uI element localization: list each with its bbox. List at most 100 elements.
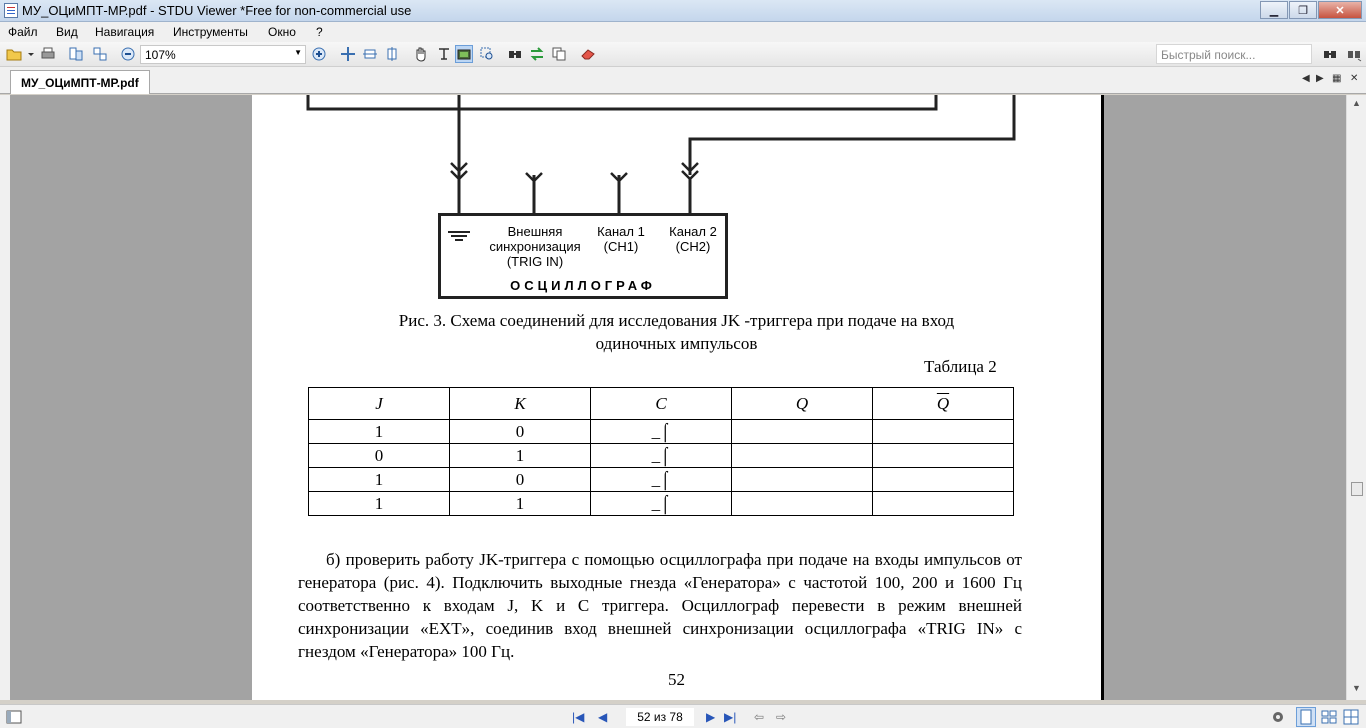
- page-layout-icon[interactable]: [68, 46, 84, 62]
- cell-c-pulse: _⌠: [590, 443, 732, 468]
- table-row: 0 1 _⌠: [308, 443, 1014, 468]
- truth-table: J K C Q Q 1 0 _⌠ 0 1 _⌠ 1: [308, 387, 1014, 516]
- connection-diagram: [306, 95, 1016, 241]
- cell-k: 0: [449, 419, 591, 444]
- prev-page-icon[interactable]: ◀: [598, 710, 608, 724]
- close-button[interactable]: ✕: [1318, 1, 1362, 19]
- last-page-icon[interactable]: ▶|: [724, 710, 737, 724]
- text-select-icon[interactable]: [436, 46, 452, 62]
- search-options-icon[interactable]: [1346, 46, 1362, 62]
- document-tab[interactable]: МУ_ОЦиМПТ-МР.pdf: [10, 70, 150, 94]
- cell-q-bar: [872, 467, 1014, 492]
- table-row: 1 0 _⌠: [308, 419, 1014, 444]
- ch1-line1: Канал 1: [597, 224, 645, 239]
- menu-bar: Файл Вид Навигация Инструменты Окно ?: [0, 22, 1366, 42]
- pdf-page: Внешняя синхронизация (TRIG IN) Канал 1 …: [252, 95, 1101, 700]
- tab-next-icon[interactable]: ▶: [1316, 73, 1324, 84]
- sidebar-toggle-icon[interactable]: [6, 709, 22, 725]
- cell-j: 0: [308, 443, 450, 468]
- menu-view[interactable]: Вид: [56, 25, 78, 39]
- cell-c-pulse: _⌠: [590, 419, 732, 444]
- open-folder-icon[interactable]: [6, 46, 22, 62]
- cell-k: 0: [449, 467, 591, 492]
- tab-list-icon[interactable]: ▦: [1332, 73, 1342, 84]
- table-row: 1 0 _⌠: [308, 467, 1014, 492]
- oscilloscope-box: Внешняя синхронизация (TRIG IN) Канал 1 …: [438, 213, 728, 299]
- history-back-icon[interactable]: ⇦: [754, 710, 765, 724]
- menu-navigation[interactable]: Навигация: [95, 25, 155, 39]
- cell-q: [731, 443, 873, 468]
- quick-search-input[interactable]: Быстрый поиск...: [1156, 44, 1312, 64]
- cell-c-pulse: _⌠: [590, 491, 732, 516]
- fit-page-icon[interactable]: [340, 46, 356, 62]
- chevron-down-icon: ▼: [294, 48, 302, 57]
- status-bar: |◀ ◀ 52 из 78 ▶ ▶| ⇦ ⇨: [0, 704, 1366, 728]
- cell-c-pulse: _⌠: [590, 467, 732, 492]
- cell-j: 1: [308, 419, 450, 444]
- cell-q-bar: [872, 419, 1014, 444]
- ch1-line2: (CH1): [603, 239, 639, 254]
- area-zoom-icon[interactable]: [479, 46, 495, 62]
- page-number: 52: [668, 670, 685, 689]
- ext-sync-label: Внешняя синхронизация (TRIG IN): [477, 224, 593, 269]
- ch1-label: Канал 1 (CH1): [590, 224, 652, 254]
- toolbar: 107%▼ Быстрый поиск...: [0, 42, 1366, 67]
- sync-arrows-icon[interactable]: [529, 46, 545, 62]
- scroll-up-icon[interactable]: ▲: [1352, 98, 1361, 108]
- menu-help[interactable]: ?: [316, 25, 323, 39]
- window-title: МУ_ОЦиМПТ-МР.pdf - STDU Viewer *Free for…: [22, 3, 412, 18]
- header-j: J: [308, 387, 450, 420]
- next-page-icon[interactable]: ▶: [706, 710, 716, 724]
- dropdown-arrow-icon[interactable]: [27, 46, 35, 62]
- snapshot-icon[interactable]: [455, 45, 473, 63]
- cell-q-bar: [872, 443, 1014, 468]
- oscilloscope-title: ОСЦИЛЛОГРАФ: [510, 278, 656, 293]
- find-icon[interactable]: [507, 46, 523, 62]
- search-icon[interactable]: [1322, 46, 1338, 62]
- grid-view-icon[interactable]: [1342, 708, 1360, 726]
- ch2-label: Канал 2 (CH2): [659, 224, 727, 254]
- menu-file[interactable]: Файл: [8, 25, 38, 39]
- header-q-bar: Q: [872, 387, 1014, 420]
- scroll-down-icon[interactable]: ▼: [1352, 683, 1361, 693]
- settings-icon[interactable]: [1270, 709, 1286, 725]
- header-k: K: [449, 387, 591, 420]
- history-forward-icon[interactable]: ⇨: [776, 710, 787, 724]
- two-page-view-icon[interactable]: [1320, 708, 1338, 726]
- restore-button[interactable]: ❐: [1289, 1, 1317, 19]
- minimize-button[interactable]: ▁: [1260, 1, 1288, 19]
- vertical-scrollbar[interactable]: ▲ ▼: [1346, 95, 1366, 700]
- ch2-line2: (CH2): [675, 239, 711, 254]
- menu-window[interactable]: Окно: [268, 25, 296, 39]
- ext-sync-line2: синхронизация: [489, 239, 581, 254]
- table-header-row: J K C Q Q: [308, 387, 1014, 420]
- figure-caption-line1: Рис. 3. Схема соединений для исследовани…: [398, 311, 955, 330]
- first-page-icon[interactable]: |◀: [572, 710, 585, 724]
- single-page-view-icon[interactable]: [1296, 707, 1316, 727]
- body-paragraph: б) проверить работу JK-триггера с помощь…: [298, 548, 1022, 663]
- document-viewport[interactable]: Внешняя синхронизация (TRIG IN) Канал 1 …: [10, 95, 1346, 700]
- copy-icon[interactable]: [551, 46, 567, 62]
- cell-j: 1: [308, 491, 450, 516]
- continuous-pages-icon[interactable]: [92, 46, 108, 62]
- fit-width-icon[interactable]: [362, 46, 378, 62]
- table-label: Таблица 2: [924, 357, 997, 376]
- hand-tool-icon[interactable]: [413, 46, 429, 62]
- header-c: C: [590, 387, 732, 420]
- title-bar: МУ_ОЦиМПТ-МР.pdf - STDU Viewer *Free for…: [0, 0, 1366, 22]
- fit-height-icon[interactable]: [384, 46, 400, 62]
- menu-tools[interactable]: Инструменты: [173, 25, 248, 39]
- tab-prev-icon[interactable]: ◀: [1302, 73, 1310, 84]
- eraser-icon[interactable]: [580, 46, 596, 62]
- scroll-thumb[interactable]: [1351, 482, 1363, 496]
- zoom-out-icon[interactable]: [120, 46, 136, 62]
- page-indicator[interactable]: 52 из 78: [626, 708, 694, 726]
- cell-j: 1: [308, 467, 450, 492]
- zoom-select[interactable]: 107%▼: [140, 45, 306, 64]
- app-icon: [4, 3, 18, 18]
- zoom-in-icon[interactable]: [311, 46, 327, 62]
- ext-sync-line1: Внешняя: [507, 224, 563, 239]
- side-panel-handle[interactable]: [0, 95, 10, 700]
- print-icon[interactable]: [40, 46, 56, 62]
- tab-close-icon[interactable]: ✕: [1350, 73, 1359, 84]
